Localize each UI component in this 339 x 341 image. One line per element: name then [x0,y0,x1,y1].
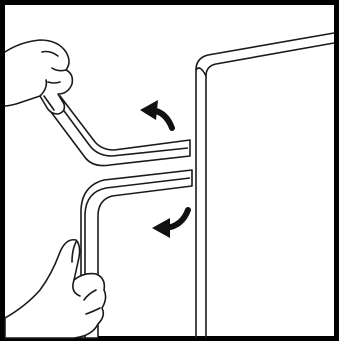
stand-removal-illustration [0,0,339,341]
illustration-stage [0,0,339,341]
